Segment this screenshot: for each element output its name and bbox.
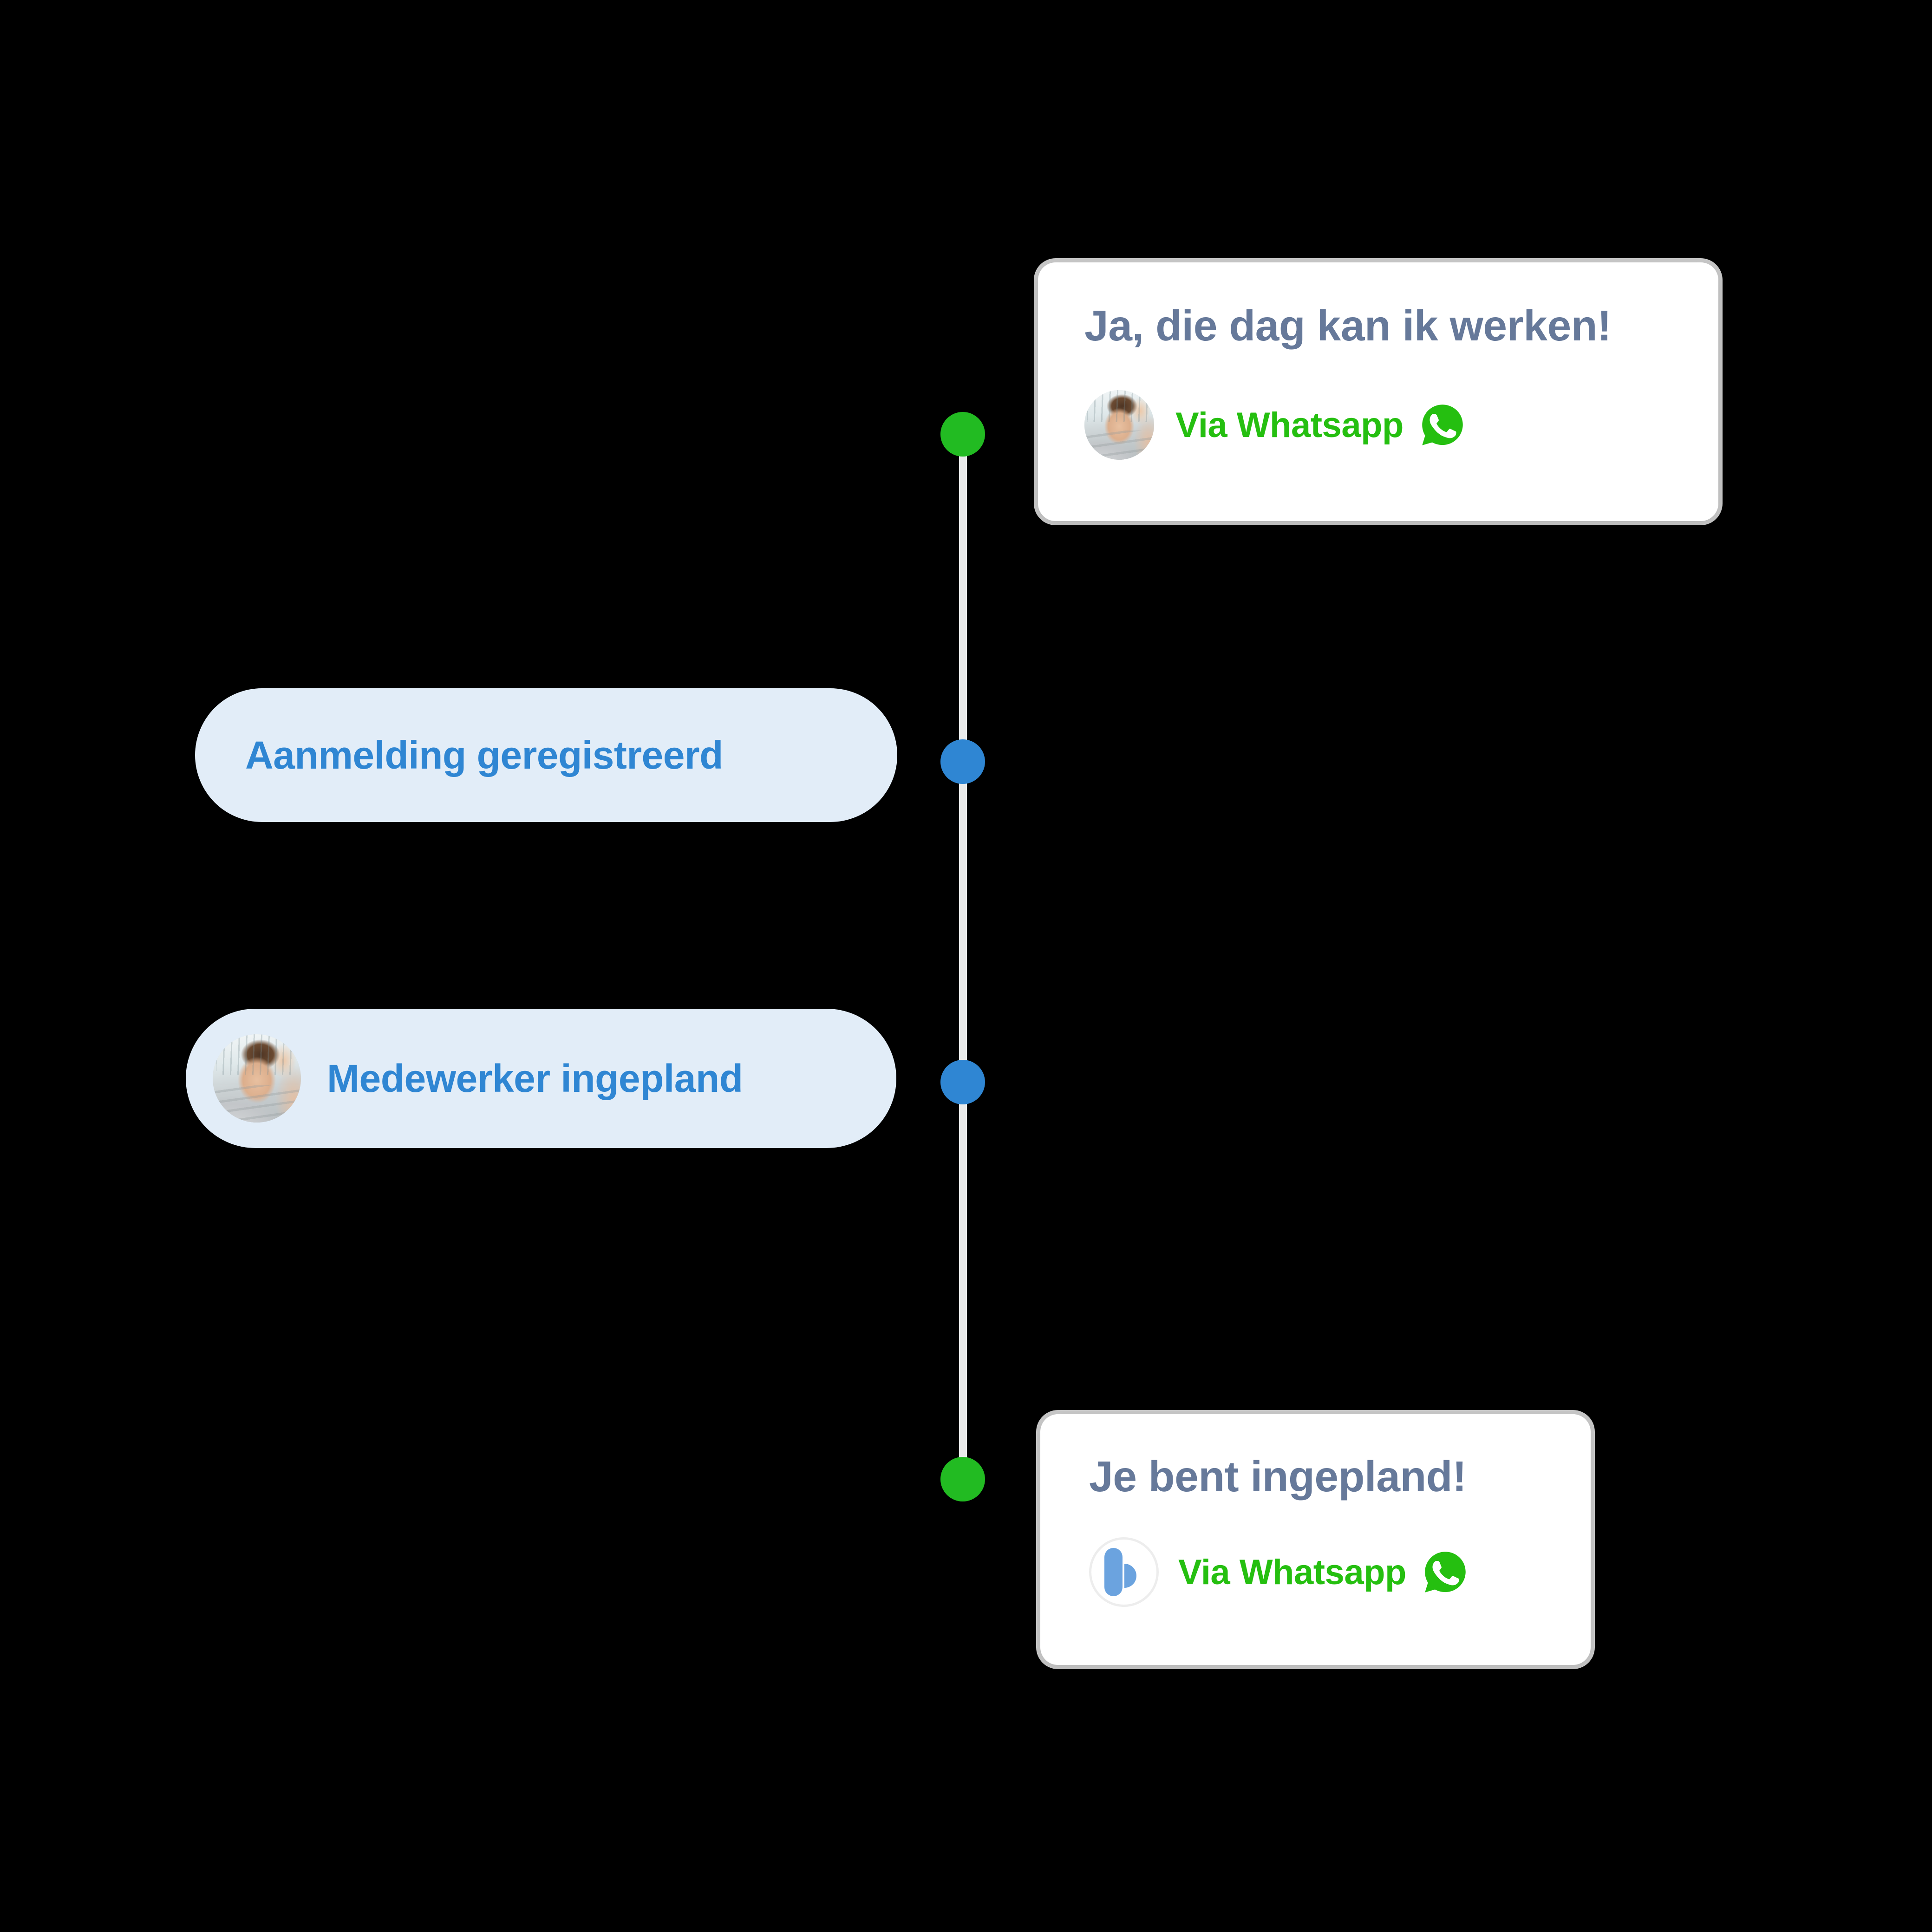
timeline-node-1-green[interactable] [940, 412, 985, 457]
brand-b-logo-icon [1104, 1548, 1136, 1596]
pill-label: Aanmelding geregistreerd [245, 733, 723, 777]
pill-registration[interactable]: Aanmelding geregistreerd [195, 688, 897, 822]
card-scheduled-confirmation[interactable]: Je bent ingepland! Via Whatsapp [1040, 1414, 1591, 1665]
timeline-node-2-blue[interactable] [940, 739, 985, 784]
channel-label: Via Whatsapp [1175, 405, 1403, 445]
timeline-connector-line [959, 432, 967, 1481]
whatsapp-icon [1425, 1552, 1466, 1593]
employee-photo-avatar [1084, 390, 1154, 460]
brand-logo-avatar [1089, 1537, 1159, 1607]
pill-label: Medewerker ingepland [327, 1056, 743, 1100]
card-title: Je bent ingepland! [1089, 1452, 1467, 1501]
card-meta-row: Via Whatsapp [1084, 390, 1718, 460]
whatsapp-icon [1422, 405, 1463, 445]
card-employee-reply[interactable]: Ja, die dag kan ik werken! Via Whatsapp [1038, 262, 1718, 521]
pill-employee-scheduled[interactable]: Medewerker ingepland [186, 1009, 896, 1148]
timeline-node-3-blue[interactable] [940, 1060, 985, 1104]
employee-photo-avatar [213, 1034, 301, 1123]
avatar-photo [213, 1034, 301, 1123]
timeline-node-4-green[interactable] [940, 1457, 985, 1501]
card-meta-row: Via Whatsapp [1089, 1537, 1591, 1607]
card-title: Ja, die dag kan ik werken! [1084, 301, 1612, 350]
channel-label: Via Whatsapp [1178, 1552, 1406, 1592]
avatar-photo [1084, 390, 1154, 460]
